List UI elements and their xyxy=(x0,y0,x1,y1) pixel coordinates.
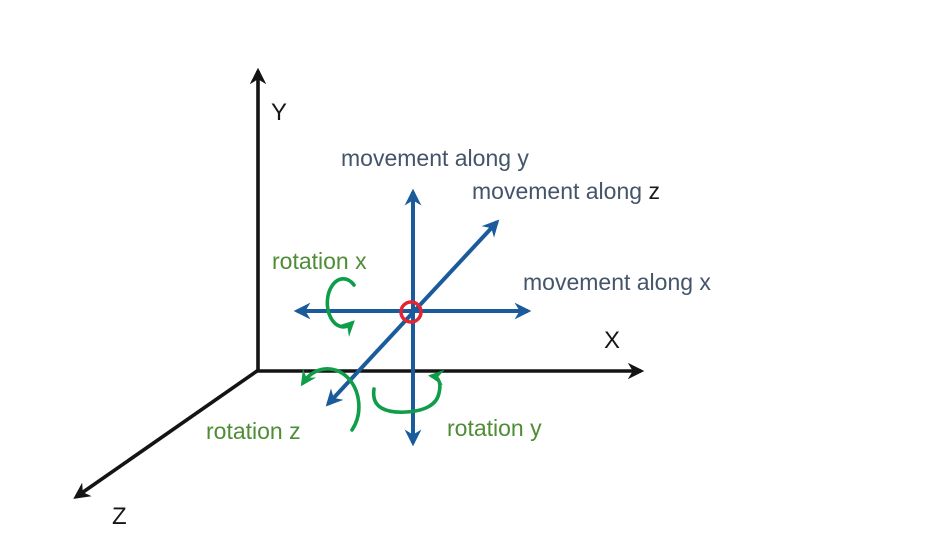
z-axis-arrow xyxy=(73,369,259,499)
movement-along-z-label-prefix: movement along xyxy=(472,178,649,204)
origin-marker xyxy=(399,300,423,324)
movement-along-y-label: movement along y xyxy=(341,145,529,171)
movement-along-x-label: movement along x xyxy=(523,269,711,295)
movement-along-z-label: movement along z xyxy=(472,180,660,203)
z-axis-label: Z xyxy=(112,503,127,530)
x-axis-label: X xyxy=(604,327,621,354)
rotation-y-label: rotation y xyxy=(447,415,542,441)
rotation-x-label: rotation x xyxy=(272,248,367,274)
y-axis-label: Y xyxy=(271,99,288,126)
rotation-z-label: rotation z xyxy=(206,418,301,444)
movement-along-z-arrow xyxy=(325,219,500,407)
rotation-x-arc xyxy=(325,277,356,337)
movement-along-z-label-suffix: z xyxy=(648,178,660,204)
rotation-z-arc xyxy=(300,367,361,432)
rotation-y-arc xyxy=(371,369,445,414)
